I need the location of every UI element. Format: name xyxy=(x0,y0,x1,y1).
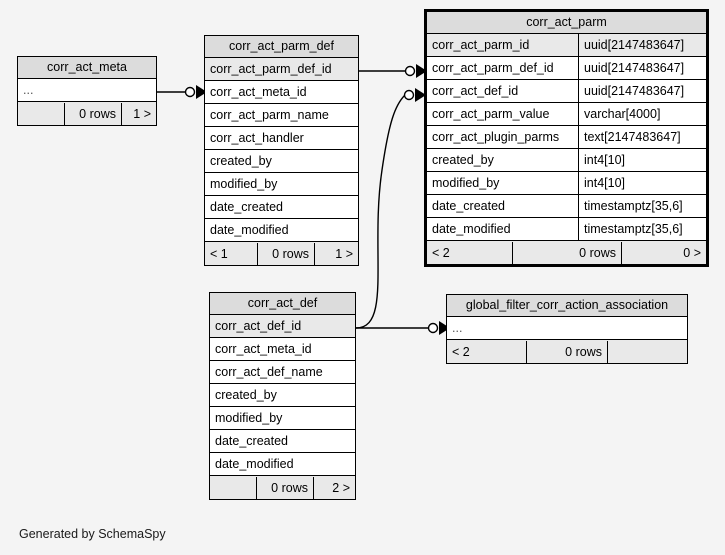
table-row: corr_act_meta_id xyxy=(205,81,358,104)
column-name: corr_act_meta_id xyxy=(215,342,312,356)
column-name: date_modified xyxy=(210,223,289,237)
footer-next-count[interactable]: 1 > xyxy=(335,246,353,261)
table-row: corr_act_plugin_parms text[2147483647] xyxy=(427,126,706,149)
footer-row-count: 0 rows xyxy=(64,102,122,125)
column-name: corr_act_handler xyxy=(210,131,304,145)
entity-corr-act-parm[interactable]: corr_act_parm corr_act_parm_id uuid[2147… xyxy=(424,9,709,267)
table-row: ... xyxy=(447,317,687,340)
edge-endpoint-circle xyxy=(184,86,196,98)
column-name: corr_act_plugin_parms xyxy=(432,130,560,144)
table-row: modified_by int4[10] xyxy=(427,172,706,195)
column-name: modified_by xyxy=(210,177,278,191)
footer-row-count: 0 rows xyxy=(257,242,315,265)
footer-prev-count[interactable]: < 2 xyxy=(452,344,470,359)
entity-title: global_filter_corr_action_association xyxy=(447,295,687,317)
column-name: corr_act_parm_id xyxy=(432,38,530,52)
column-name: corr_act_def_name xyxy=(215,365,323,379)
column-name: date_created xyxy=(432,199,505,213)
column-name: created_by xyxy=(210,154,272,168)
column-type: uuid[2147483647] xyxy=(578,57,706,79)
table-row: corr_act_def_id xyxy=(210,315,355,338)
entity-footer: < 2 0 rows xyxy=(447,340,687,363)
footer-prev-count[interactable]: < 2 xyxy=(432,245,450,260)
generated-by-caption: Generated by SchemaSpy xyxy=(19,527,166,541)
table-row: corr_act_parm_value varchar[4000] xyxy=(427,103,706,126)
footer-prev-count[interactable]: < 1 xyxy=(210,246,228,261)
column-name: corr_act_parm_def_id xyxy=(210,62,332,76)
column-name: date_created xyxy=(215,434,288,448)
entity-corr-act-def[interactable]: corr_act_def corr_act_def_id corr_act_me… xyxy=(209,292,356,500)
table-row: corr_act_parm_def_id uuid[2147483647] xyxy=(427,57,706,80)
entity-global-filter-corr-action-association[interactable]: global_filter_corr_action_association ..… xyxy=(446,294,688,364)
entity-footer: < 2 0 rows 0 > xyxy=(427,241,706,264)
column-type: uuid[2147483647] xyxy=(578,80,706,102)
column-type: int4[10] xyxy=(578,172,706,194)
edge-endpoint-circle xyxy=(404,65,416,77)
edge-def-to-parm xyxy=(355,94,406,329)
table-row: created_by xyxy=(205,150,358,173)
footer-row-count: 0 rows xyxy=(256,476,314,499)
column-name: ... xyxy=(23,83,34,97)
column-name: date_modified xyxy=(432,222,511,236)
table-row: modified_by xyxy=(210,407,355,430)
entity-footer: 0 rows 1 > xyxy=(18,102,156,125)
footer-next-count[interactable]: 2 > xyxy=(332,480,350,495)
column-name: created_by xyxy=(215,388,277,402)
column-type: varchar[4000] xyxy=(578,103,706,125)
table-row: date_modified xyxy=(205,219,358,242)
table-row: date_modified xyxy=(210,453,355,476)
entity-footer: < 1 0 rows 1 > xyxy=(205,242,358,265)
column-type: text[2147483647] xyxy=(578,126,706,148)
footer-row-count: 0 rows xyxy=(512,241,622,264)
column-name: corr_act_parm_def_id xyxy=(432,61,554,75)
column-name: corr_act_parm_value xyxy=(432,107,550,121)
table-row: modified_by xyxy=(205,173,358,196)
entity-title: corr_act_meta xyxy=(18,57,156,79)
table-row: corr_act_parm_def_id xyxy=(205,58,358,81)
table-row: corr_act_parm_name xyxy=(205,104,358,127)
column-type: uuid[2147483647] xyxy=(578,34,706,56)
entity-title: corr_act_def xyxy=(210,293,355,315)
column-name: created_by xyxy=(432,153,494,167)
table-row: corr_act_meta_id xyxy=(210,338,355,361)
table-row: corr_act_handler xyxy=(205,127,358,150)
column-type: timestamptz[35,6] xyxy=(578,218,706,240)
column-name: corr_act_parm_name xyxy=(210,108,329,122)
edge-endpoint-circle xyxy=(427,322,439,334)
table-row: ... xyxy=(18,79,156,102)
table-row: corr_act_parm_id uuid[2147483647] xyxy=(427,34,706,57)
edge-endpoint-circle xyxy=(403,89,415,101)
table-row: created_by int4[10] xyxy=(427,149,706,172)
entity-title: corr_act_parm xyxy=(427,12,706,34)
table-row: date_created xyxy=(205,196,358,219)
column-name: corr_act_def_id xyxy=(215,319,302,333)
column-type: timestamptz[35,6] xyxy=(578,195,706,217)
column-name: modified_by xyxy=(432,176,500,190)
column-name: ... xyxy=(452,321,463,335)
table-row: corr_act_def_id uuid[2147483647] xyxy=(427,80,706,103)
table-row: created_by xyxy=(210,384,355,407)
column-name: modified_by xyxy=(215,411,283,425)
entity-footer: 0 rows 2 > xyxy=(210,476,355,499)
entity-title: corr_act_parm_def xyxy=(205,36,358,58)
column-name: date_modified xyxy=(215,457,294,471)
column-name: corr_act_def_id xyxy=(432,84,519,98)
table-row: corr_act_def_name xyxy=(210,361,355,384)
footer-next-count[interactable]: 1 > xyxy=(133,106,151,121)
table-row: date_created xyxy=(210,430,355,453)
table-row: date_modified timestamptz[35,6] xyxy=(427,218,706,241)
column-name: date_created xyxy=(210,200,283,214)
entity-corr-act-parm-def[interactable]: corr_act_parm_def corr_act_parm_def_id c… xyxy=(204,35,359,266)
footer-next-count[interactable]: 0 > xyxy=(683,245,701,260)
table-row: date_created timestamptz[35,6] xyxy=(427,195,706,218)
entity-corr-act-meta[interactable]: corr_act_meta ... 0 rows 1 > xyxy=(17,56,157,126)
column-type: int4[10] xyxy=(578,149,706,171)
footer-row-count: 0 rows xyxy=(526,340,608,363)
column-name: corr_act_meta_id xyxy=(210,85,307,99)
